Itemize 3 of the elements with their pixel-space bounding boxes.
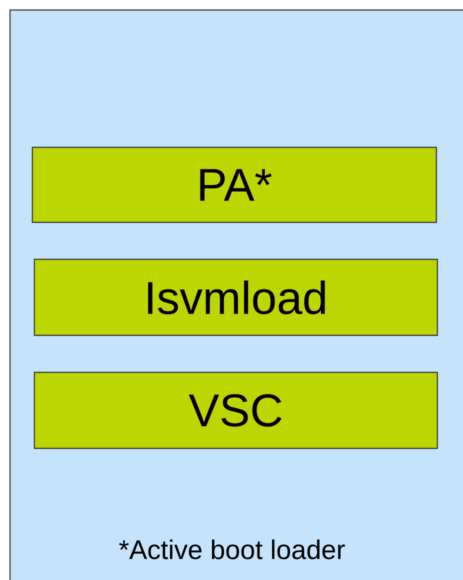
label-box: PA* bbox=[32, 146, 437, 223]
label-box: Isvmload bbox=[34, 258, 438, 336]
label-box: VSC bbox=[34, 372, 438, 449]
